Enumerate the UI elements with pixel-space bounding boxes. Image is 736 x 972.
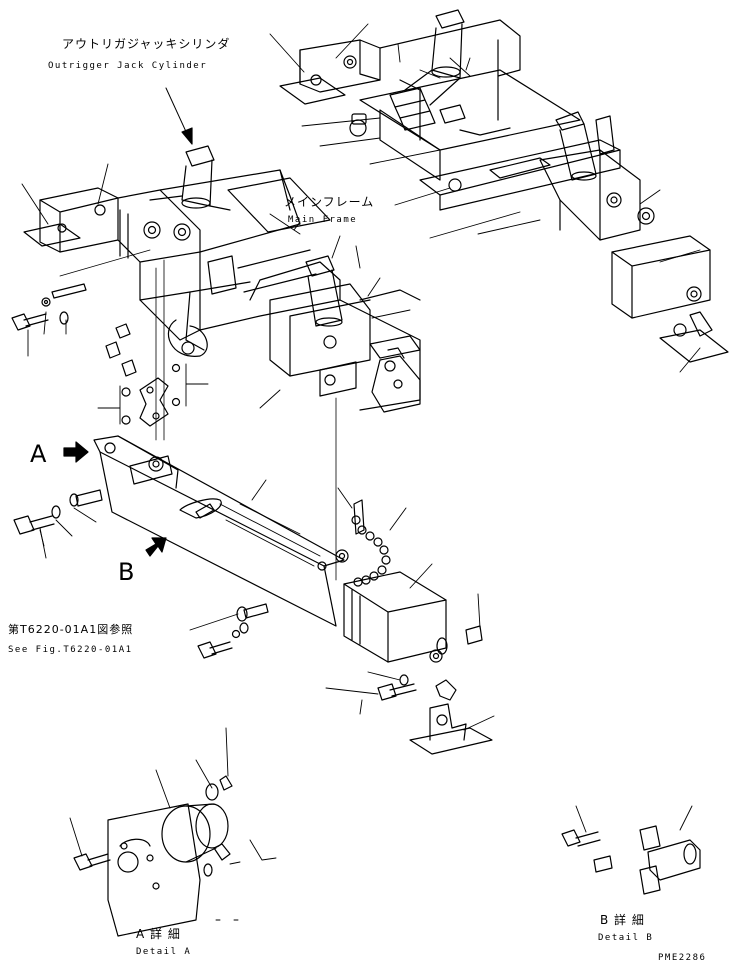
beam-front-hardware [14, 490, 102, 558]
front-left-pad [24, 224, 80, 246]
direction-arrow-a [64, 442, 88, 462]
detail-a-label-jp: A 詳 細 [136, 927, 181, 941]
beam-oval-window [180, 499, 221, 518]
frame-bracket-curve [168, 320, 207, 356]
drawing-number: PME2286 [658, 953, 707, 963]
rear-left-pad [280, 78, 345, 104]
detail-a-drawing [70, 728, 276, 936]
cylinder-bracket-plate [140, 378, 168, 426]
rear-left-jack-cylinder [405, 10, 464, 105]
grease-fittings-bracket [98, 324, 208, 426]
detail-b-label-jp: B 詳 細 [600, 913, 645, 927]
main-frame-label-en: Main Frame [288, 215, 358, 225]
outrigger-cylinder-label-en: Outrigger Jack Cylinder [48, 61, 208, 71]
see-fig-hardware [190, 604, 268, 658]
elbow-fitting [436, 680, 456, 700]
view-b-marker: B [118, 558, 135, 586]
detail-b-drawing [562, 806, 700, 894]
see-figure-label-en: See Fig.T6220-01A1 [8, 645, 133, 655]
front-pad-assembly [410, 704, 494, 754]
outrigger-beam [40, 436, 447, 662]
direction-arrow-b [146, 538, 166, 556]
outrigger-pointer-arrow [166, 88, 192, 144]
rear-right-jack-cylinder [556, 112, 614, 180]
rear-right-pad [660, 330, 728, 362]
view-a-marker: A [30, 440, 47, 468]
front-right-jack-cylinder [306, 256, 342, 326]
pin-and-bolt-set [326, 594, 482, 714]
rear-frame-assembly [270, 10, 728, 372]
front-hardware-set [12, 284, 86, 356]
main-frame-assembly [22, 146, 420, 580]
front-left-jack-cylinder [150, 146, 230, 210]
lock-pin-chain [352, 500, 390, 586]
main-frame-label-jp: メインフレーム [284, 195, 375, 209]
outrigger-cylinder-label-jp: アウトリガジャッキシリンダ [62, 37, 231, 51]
detail-b-label-en: Detail B [598, 933, 654, 943]
detail-a-label-en: Detail A [136, 947, 192, 957]
see-figure-label-jp: 第T6220-01A1図参照 [8, 623, 134, 636]
